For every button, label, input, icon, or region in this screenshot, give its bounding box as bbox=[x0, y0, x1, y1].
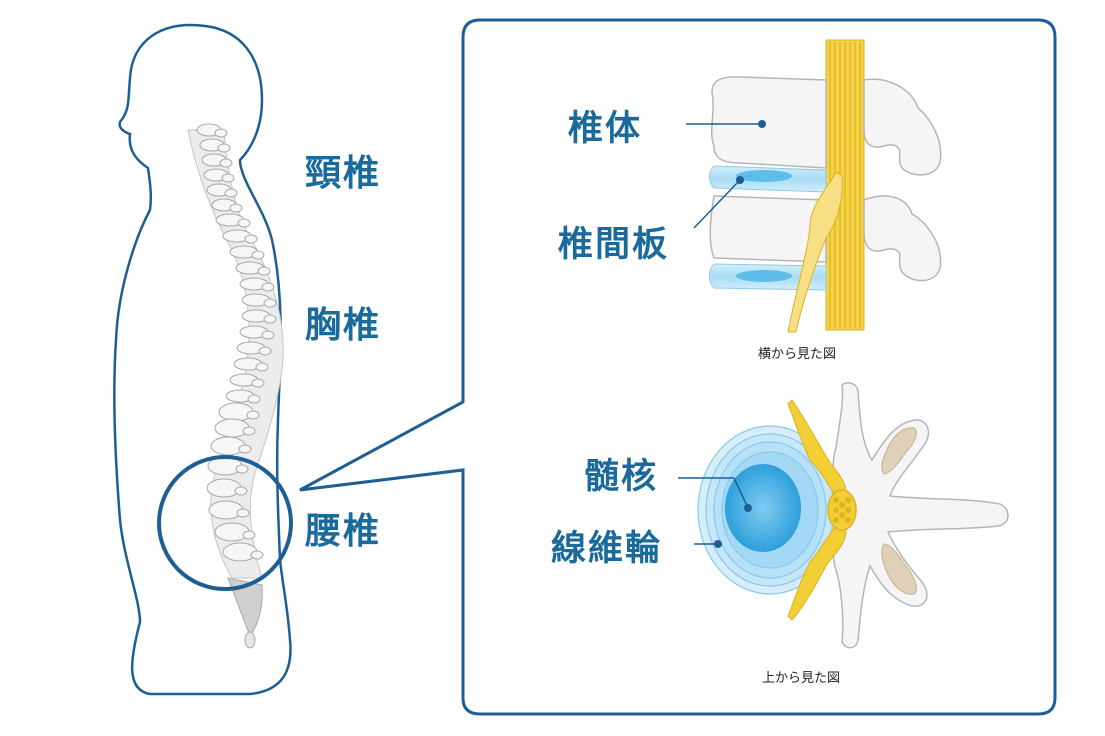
vertebra-process bbox=[257, 266, 271, 276]
vertebra-process bbox=[229, 203, 243, 213]
disc-nucleus-side-upper bbox=[736, 170, 792, 182]
vertebra bbox=[214, 418, 250, 438]
cord-dot bbox=[845, 517, 851, 523]
vertebra-process bbox=[242, 530, 256, 540]
label-lumbar: 腰椎 bbox=[304, 511, 381, 552]
vertebra-process bbox=[261, 282, 275, 292]
vertebra-process bbox=[224, 188, 238, 198]
cord-dot bbox=[839, 502, 845, 508]
vertebra-process bbox=[250, 550, 264, 560]
pointer-dot-disc bbox=[736, 176, 744, 184]
label-cervical: 頸椎 bbox=[305, 153, 381, 194]
facet-joint-lower bbox=[881, 543, 917, 595]
cord-dots bbox=[833, 497, 851, 523]
label-annulus-fibrosus: 線維輪 bbox=[551, 528, 662, 569]
vertebra-process bbox=[251, 378, 265, 388]
vertebra-process bbox=[258, 346, 272, 356]
posterior-process-lower bbox=[863, 195, 942, 282]
vertebra-process bbox=[236, 508, 250, 518]
cord-dot bbox=[845, 497, 851, 503]
vertebra bbox=[214, 522, 250, 542]
vertebral-body-upper bbox=[710, 76, 827, 169]
spinal-cord-cross-section bbox=[827, 489, 857, 531]
coccyx bbox=[244, 631, 256, 649]
vertebra bbox=[206, 478, 242, 498]
vertebra-process bbox=[237, 218, 251, 228]
pointer-dot-vertebral-body bbox=[758, 120, 766, 128]
vertebrae-group bbox=[196, 123, 277, 562]
cord-dot bbox=[839, 512, 845, 518]
vertebra-process bbox=[238, 444, 252, 454]
pointer-dot-annulus bbox=[714, 540, 722, 548]
vertebra bbox=[210, 436, 246, 456]
detail-panel bbox=[299, 18, 1057, 716]
vertebral-arch bbox=[830, 382, 1009, 649]
vertebra-process bbox=[221, 173, 235, 183]
nerve-root-top-lower bbox=[787, 527, 847, 621]
vertebra-process bbox=[263, 314, 277, 324]
leader-line-disc bbox=[693, 181, 739, 229]
vertebra-process bbox=[242, 426, 256, 436]
cord-dot bbox=[833, 507, 839, 513]
label-thoracic: 胸椎 bbox=[305, 305, 381, 346]
nucleus-pulposus bbox=[725, 464, 801, 552]
vertebra-process bbox=[234, 486, 248, 496]
top-view bbox=[678, 382, 1009, 649]
caption-side-view: 横から見た図 bbox=[758, 347, 836, 362]
caption-top-view: 上から見た図 bbox=[762, 671, 840, 686]
posterior-process-upper bbox=[863, 78, 942, 176]
body-figure bbox=[113, 23, 293, 696]
vertebra-process bbox=[217, 143, 231, 153]
vertebra-process bbox=[263, 298, 277, 308]
vertebra-process bbox=[244, 234, 258, 244]
cord-dot bbox=[845, 507, 851, 513]
pointer-dot-nucleus bbox=[744, 504, 752, 512]
nerve-root-side bbox=[787, 171, 843, 333]
label-vertebral-body: 椎体 bbox=[568, 109, 642, 149]
lumbar-highlight-circle bbox=[157, 455, 293, 591]
disc-nucleus-side-lower bbox=[736, 270, 792, 282]
vertebra-process bbox=[219, 158, 233, 168]
facet-joint-upper bbox=[881, 427, 917, 475]
cord-dot bbox=[833, 497, 839, 503]
vertebra-process bbox=[214, 128, 228, 138]
leader-line-nucleus-down bbox=[733, 477, 749, 509]
vertebra-process bbox=[247, 394, 261, 404]
side-view bbox=[686, 39, 942, 333]
vertebra-process bbox=[235, 464, 249, 474]
cord-dot bbox=[833, 517, 839, 523]
label-nucleus-pulposus: 髄核 bbox=[584, 457, 658, 497]
vertebra-process bbox=[251, 250, 265, 260]
vertebra bbox=[218, 402, 254, 422]
vertebra bbox=[222, 542, 258, 562]
vertebra-process bbox=[246, 410, 260, 420]
vertebra bbox=[208, 500, 244, 520]
label-intervertebral-disc: 椎間板 bbox=[558, 225, 669, 265]
vertebra-process bbox=[255, 362, 269, 372]
vertebra-process bbox=[261, 330, 275, 340]
